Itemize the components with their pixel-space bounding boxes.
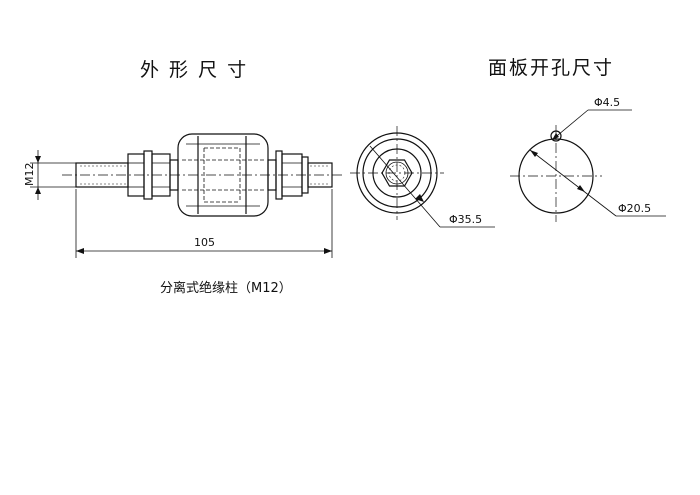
heading-panel-cutout: 面板开孔尺寸	[488, 57, 614, 79]
insulator-end-view: Φ35.5	[350, 126, 495, 228]
right-stud	[307, 162, 333, 188]
length-dimension: 105	[75, 189, 333, 258]
panel-cutout-view: Φ4.5 Φ20.5	[510, 96, 666, 222]
caption: 分离式绝缘柱（M12）	[160, 280, 292, 296]
heading-outline-dimensions: 外 形 尺 寸	[140, 59, 248, 81]
small-hole-label: Φ4.5	[594, 96, 620, 109]
outer-diameter-label: Φ35.5	[449, 213, 482, 226]
thread-dimension: M12	[23, 150, 76, 200]
length-label: 105	[194, 236, 215, 249]
cutout-diameter-label: Φ20.5	[618, 202, 651, 215]
insulator-side-view	[62, 133, 345, 217]
thread-label: M12	[23, 163, 36, 187]
